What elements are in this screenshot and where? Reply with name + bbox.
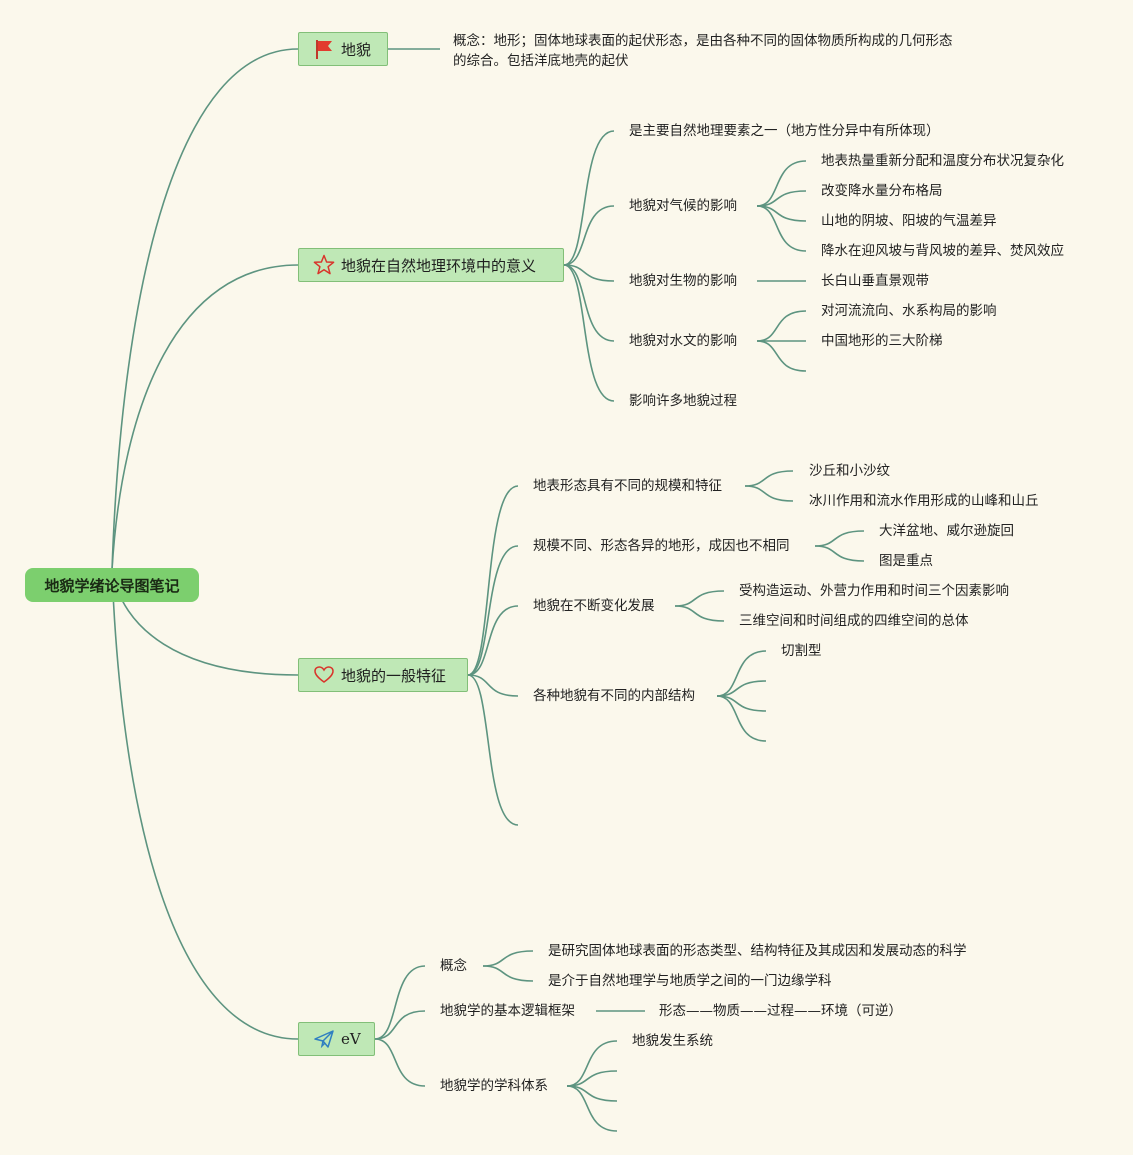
branch-label: 地貌 <box>341 40 372 59</box>
list-item: 地表形态具有不同的规模和特征 <box>533 478 722 494</box>
connector-line <box>756 205 807 252</box>
list-item: 地貌发生系统 <box>632 1033 713 1049</box>
connector-line <box>744 470 794 487</box>
branch-label: eV <box>341 1030 361 1048</box>
connector-line <box>814 545 865 562</box>
paper-plane-icon <box>313 1028 335 1050</box>
branch-significance[interactable]: 地貌在自然地理环境中的意义 <box>298 248 564 282</box>
list-item: 各种地貌有不同的内部结构 <box>533 688 695 704</box>
connector-line <box>374 1038 426 1087</box>
connector-line <box>482 950 534 967</box>
connector-line <box>467 674 519 697</box>
list-item: 是主要自然地理要素之一（地方性分异中有所体现） <box>629 123 940 139</box>
connector-line <box>563 205 615 266</box>
list-item: 切割型 <box>781 643 822 659</box>
list-item: 概念 <box>440 958 467 974</box>
connector-line <box>674 590 725 607</box>
connector-line <box>716 695 767 742</box>
list-item: 图是重点 <box>879 553 933 569</box>
list-item: 地貌在不断变化发展 <box>533 598 655 614</box>
connector-line <box>744 485 794 502</box>
connector-line <box>716 650 767 697</box>
branch-landform[interactable]: 地貌 <box>298 32 388 66</box>
connector-line <box>756 310 807 342</box>
list-item: 受构造运动、外营力作用和时间三个因素影响 <box>739 583 1009 599</box>
connector-line <box>467 605 519 676</box>
list-item: 地表热量重新分配和温度分布状况复杂化 <box>821 153 1064 169</box>
branch-general-features[interactable]: 地貌的一般特征 <box>298 658 468 692</box>
branch-ev[interactable]: eV <box>298 1022 375 1056</box>
list-item: 改变降水量分布格局 <box>821 183 943 199</box>
concept-text: 概念：地形；固体地球表面的起伏形态，是由各种不同的固体物质所构成的几何形态的综合… <box>453 33 953 69</box>
list-item: 地貌对水文的影响 <box>629 333 737 349</box>
list-item: 地貌对生物的影响 <box>629 273 737 289</box>
list-item: 对河流流向、水系构局的影响 <box>821 303 997 319</box>
connector-line <box>563 264 615 282</box>
connector-line <box>467 545 519 676</box>
list-item: 是研究固体地球表面的形态类型、结构特征及其成因和发展动态的科学 <box>548 943 967 959</box>
connector-line <box>467 674 519 826</box>
connector-line <box>111 569 299 1040</box>
list-item: 地貌学的学科体系 <box>440 1078 548 1094</box>
connector-line <box>374 965 426 1040</box>
connector-line <box>482 965 534 982</box>
branch-label: 地貌的一般特征 <box>341 666 447 685</box>
list-item: 地貌学的基本逻辑框架 <box>440 1003 575 1019</box>
list-item: 三维空间和时间组成的四维空间的总体 <box>739 613 969 629</box>
list-item: 沙丘和小沙纹 <box>809 463 890 479</box>
connector-line <box>814 530 865 547</box>
list-item: 影响许多地貌过程 <box>629 393 737 409</box>
list-item: 长白山垂直景观带 <box>821 273 929 289</box>
connector-line <box>756 340 807 372</box>
list-item: 规模不同、形态各异的地形，成因也不相同 <box>533 538 790 554</box>
list-item: 形态——物质——过程——环境（可逆） <box>659 1003 902 1019</box>
list-item: 地貌对气候的影响 <box>629 198 737 214</box>
connector-line <box>674 605 725 622</box>
list-item: 降水在迎风坡与背风坡的差异、焚风效应 <box>821 243 1064 259</box>
connector-line <box>563 264 615 402</box>
connector-line <box>566 1040 618 1087</box>
connector-line <box>563 264 615 342</box>
list-item: 大洋盆地、威尔逊旋回 <box>879 523 1014 539</box>
root-node[interactable]: 地貌学绪论导图笔记 <box>25 568 199 602</box>
connector-line <box>111 48 299 571</box>
list-item: 山地的阴坡、阳坡的气温差异 <box>821 213 997 229</box>
star-outline-icon <box>313 254 335 276</box>
red-flag-icon <box>313 38 335 60</box>
heart-outline-icon <box>313 664 335 686</box>
connector-line <box>566 1085 618 1132</box>
connector-line <box>111 264 299 571</box>
connector-line <box>467 485 519 676</box>
branch-label: 地貌在自然地理环境中的意义 <box>341 256 537 275</box>
connector-line <box>756 160 807 207</box>
list-item: 冰川作用和流水作用形成的山峰和山丘 <box>809 493 1039 509</box>
list-item: 中国地形的三大阶梯 <box>821 333 943 349</box>
connector-line <box>563 130 615 266</box>
connector-line <box>374 1010 426 1040</box>
list-item: 是介于自然地理学与地质学之间的一门边缘学科 <box>548 973 832 989</box>
